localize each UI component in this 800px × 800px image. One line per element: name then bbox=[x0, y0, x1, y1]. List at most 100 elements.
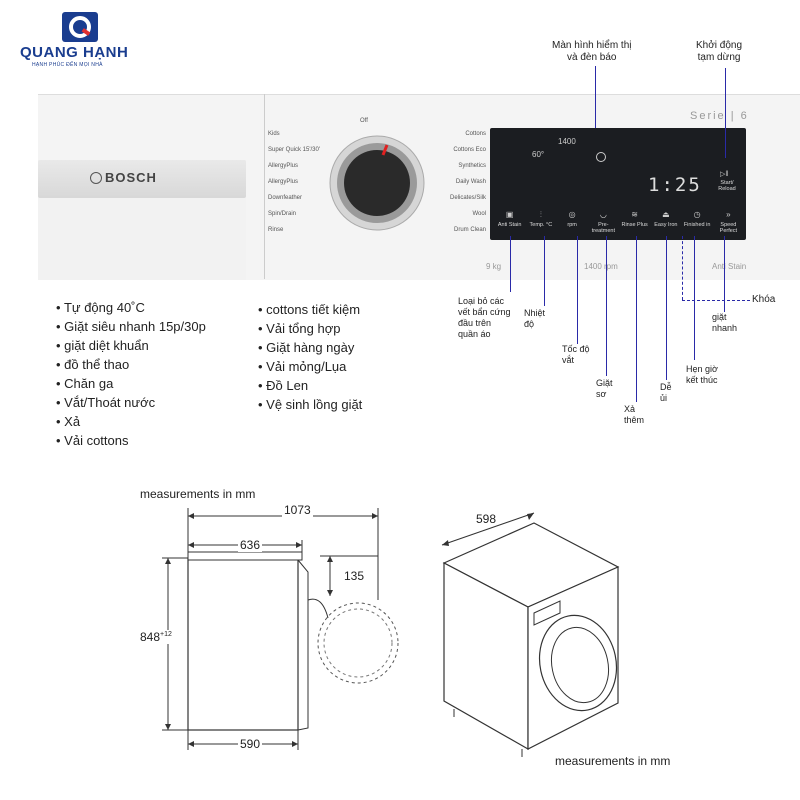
pretreatment-button[interactable]: Pre-treatment bbox=[591, 222, 615, 234]
antistain-label: Anti Stain bbox=[712, 262, 747, 271]
program-dial[interactable] bbox=[327, 133, 427, 233]
program-label: Super Quick 15'/30' bbox=[268, 147, 320, 153]
drum-icon bbox=[596, 152, 606, 162]
program-label: Drum Clean bbox=[453, 227, 486, 233]
display-time: 1:25 bbox=[648, 174, 702, 196]
program-label: Downfeather bbox=[268, 195, 303, 201]
program-label: Wool bbox=[472, 211, 486, 217]
speed-icon: » bbox=[726, 210, 731, 219]
brand-name: QUANG HẠNH bbox=[20, 44, 129, 61]
rpm-label: 1400 rpm bbox=[584, 262, 618, 271]
spin-icon: ◎ bbox=[568, 210, 576, 219]
callout-line-iron bbox=[666, 236, 667, 380]
feature-item: • cottons tiết kiệm bbox=[258, 302, 361, 317]
callout-stain: Loại bỏ các vết bẩn cứng đầu trên quần á… bbox=[458, 296, 511, 339]
feature-item: • Giặt siêu nhanh 15p/30p bbox=[56, 319, 206, 334]
drawer-handle bbox=[38, 160, 246, 198]
logo-q-icon bbox=[62, 12, 98, 42]
feature-item: • giặt diệt khuẩn bbox=[56, 338, 149, 353]
rinse-icon: ≋ bbox=[631, 210, 638, 219]
callout-line-rinse bbox=[636, 236, 637, 402]
feature-item: • Giặt hàng ngày bbox=[258, 340, 355, 355]
rinse-plus-button[interactable]: Rinse Plus bbox=[621, 222, 648, 228]
callout-rinse: Xả thêm bbox=[624, 404, 645, 425]
dim-depth-body: 636 bbox=[238, 538, 263, 552]
display-temp: 60° bbox=[532, 150, 545, 159]
dim-width: 598 bbox=[476, 512, 497, 526]
dim-top-offset: 135 bbox=[344, 569, 365, 583]
callout-line-timer bbox=[694, 236, 695, 360]
dial-off-label: Off bbox=[360, 118, 368, 124]
program-label: Kids bbox=[268, 131, 280, 137]
callout-line-spin bbox=[577, 236, 578, 344]
iron-icon: ⏏ bbox=[662, 210, 670, 219]
program-label: Synthetics bbox=[458, 163, 486, 169]
feature-item: • Đồ Len bbox=[258, 378, 309, 393]
callout-line-lock-h bbox=[682, 300, 750, 302]
pretreat-icon: ◡ bbox=[599, 210, 607, 219]
stain-icon: ▣ bbox=[505, 210, 514, 219]
callout-timer: Hẹn giờ kết thúc bbox=[686, 364, 718, 385]
dim-height-tolerance: +12 bbox=[160, 631, 172, 638]
programs-right: Cottons Cottons Eco Synthetics Daily Was… bbox=[418, 131, 486, 243]
callout-start: Khởi động tạm dừng bbox=[696, 40, 743, 63]
dim-base: 590 bbox=[238, 737, 263, 751]
measurements-label-bottom: measurements in mm bbox=[555, 754, 671, 768]
dim-height: 848+12 bbox=[140, 630, 172, 644]
rpm-button[interactable]: rpm bbox=[567, 222, 577, 228]
program-label: Rinse bbox=[268, 227, 284, 233]
program-label: Cottons bbox=[465, 131, 486, 137]
button-icons: ▣ ⫶ ◎ ◡ ≋ ⏏ ◷ » bbox=[494, 210, 744, 220]
callout-line-lock bbox=[682, 236, 684, 300]
callout-line-start bbox=[725, 68, 726, 158]
program-label: AllergyPlus bbox=[268, 179, 299, 185]
anti-stain-button[interactable]: Anti Stain bbox=[497, 222, 522, 228]
side-view-drawing bbox=[162, 508, 399, 750]
finished-in-button[interactable]: Finished in bbox=[683, 222, 711, 228]
feature-item: • Vắt/Thoát nước bbox=[56, 395, 156, 410]
callout-line-dry bbox=[606, 236, 607, 376]
callout-line-display bbox=[595, 66, 596, 128]
callout-iron: Dễ ủi bbox=[660, 382, 672, 403]
temp-button[interactable]: Temp. °C bbox=[529, 222, 553, 228]
feature-item: • đồ thể thao bbox=[56, 357, 130, 372]
speed-perfect-button[interactable]: Speed Perfect bbox=[719, 222, 738, 234]
program-label: Daily Wash bbox=[455, 179, 486, 185]
programs-left: Kids Super Quick 15'/30' AllergyPlus All… bbox=[268, 131, 338, 243]
clock-icon: ◷ bbox=[693, 210, 701, 219]
feature-item: • Vải mỏng/Lụa bbox=[258, 359, 347, 374]
display-panel bbox=[490, 128, 746, 240]
program-label: Delicates/Silk bbox=[449, 195, 486, 201]
callout-display: Màn hình hiểm thị và đèn báo bbox=[552, 40, 632, 63]
feature-list-right: • cottons tiết kiệm • Vải tổng hợp • Giặ… bbox=[258, 302, 362, 416]
callout-line-temp bbox=[544, 236, 545, 306]
callout-dry: Giặt sơ bbox=[596, 378, 613, 399]
isometric-view-drawing bbox=[441, 512, 620, 757]
callout-lock: Khóa bbox=[752, 294, 776, 305]
callout-spin: Tốc độ vắt bbox=[562, 344, 590, 365]
callout-line-speed bbox=[724, 236, 725, 312]
callout-temp: Nhiệt độ bbox=[524, 308, 546, 329]
feature-item: • Vệ sinh lồng giặt bbox=[258, 397, 363, 412]
measurements-label-top: measurements in mm bbox=[140, 487, 256, 501]
button-row: Anti Stain Temp. °C rpm Pre-treatment Ri… bbox=[494, 208, 744, 238]
series-label: Serie | 6 bbox=[690, 110, 749, 122]
feature-item: • Vải cottons bbox=[56, 433, 129, 448]
feature-list-left: • Tự động 40˚C • Giặt siêu nhanh 15p/30p… bbox=[56, 300, 206, 452]
program-label: Spin/Drain bbox=[268, 211, 297, 217]
feature-item: • Tự động 40˚C bbox=[56, 300, 145, 315]
dim-depth-total: 1073 bbox=[282, 503, 313, 517]
capacity-label: 9 kg bbox=[486, 262, 502, 271]
brand-tagline: HẠNH PHÚC ĐẾN MỌI NHÀ bbox=[32, 62, 103, 68]
callout-speed: giặt nhanh bbox=[712, 312, 738, 333]
brand-logo: QUANG HẠNH HẠNH PHÚC ĐẾN MỌI NHÀ bbox=[16, 10, 146, 68]
program-label: Cottons Eco bbox=[453, 147, 486, 153]
feature-item: • Vải tổng hợp bbox=[258, 321, 341, 336]
start-icon: ▷‖ bbox=[720, 171, 729, 178]
thermometer-icon: ⫶ bbox=[539, 210, 542, 219]
maker-emblem-icon bbox=[90, 172, 102, 184]
start-button[interactable]: Start/ Reload bbox=[718, 180, 736, 192]
display-spin: 1400 bbox=[558, 137, 576, 146]
easy-iron-button[interactable]: Easy Iron bbox=[654, 222, 678, 228]
panel-divider bbox=[264, 94, 265, 279]
